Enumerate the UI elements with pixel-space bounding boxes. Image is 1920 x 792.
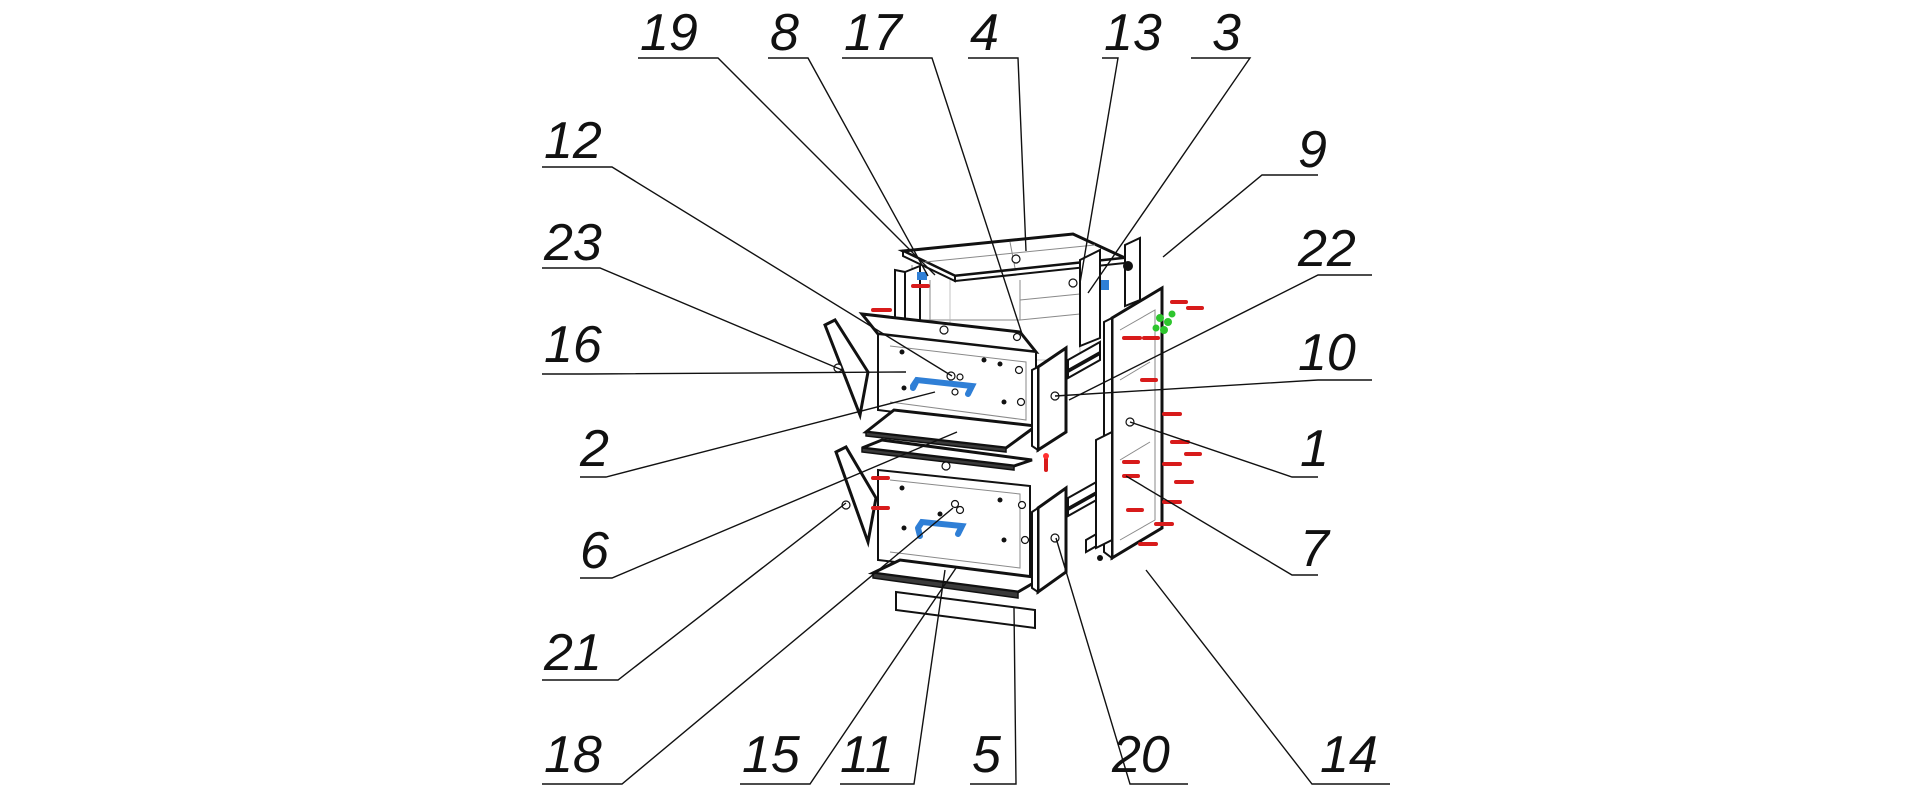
callout-22: 22 xyxy=(1297,220,1356,278)
callout-11: 11 xyxy=(840,726,894,784)
upper-drawer-right-side xyxy=(1031,345,1068,453)
upper-runners xyxy=(1067,340,1101,380)
callout-7: 7 xyxy=(1300,520,1331,578)
callout-14: 14 xyxy=(1320,726,1378,784)
lower-drawer-left-side xyxy=(834,445,878,548)
callout-labels: 19 8 17 4 13 3 12 9 23 22 16 10 2 1 6 7 … xyxy=(543,4,1378,784)
callout-23: 23 xyxy=(543,214,602,272)
callout-21: 21 xyxy=(543,624,602,682)
callout-19: 19 xyxy=(640,4,698,62)
callout-5: 5 xyxy=(972,726,1002,784)
leader-lines xyxy=(542,57,1390,785)
callout-13: 13 xyxy=(1104,4,1162,62)
callout-16: 16 xyxy=(544,316,602,374)
middle-right-panel xyxy=(1095,430,1113,550)
callout-18: 18 xyxy=(544,726,602,784)
lower-drawer-top xyxy=(861,438,1033,471)
callout-1: 1 xyxy=(1300,420,1329,478)
upper-drawer-bottom xyxy=(862,408,1040,453)
callout-15: 15 xyxy=(742,726,801,784)
rear-right-post xyxy=(1079,236,1141,348)
callout-20: 20 xyxy=(1111,726,1170,784)
callout-10: 10 xyxy=(1298,324,1356,382)
upper-drawer-left-side xyxy=(823,318,870,421)
callout-9: 9 xyxy=(1298,121,1327,179)
callout-17: 17 xyxy=(844,4,904,62)
callout-2: 2 xyxy=(579,420,609,478)
lower-drawer-right-side xyxy=(1031,485,1068,595)
lower-handle xyxy=(915,518,967,539)
callout-12: 12 xyxy=(544,112,602,170)
cabinet-assembly xyxy=(823,232,1204,630)
callout-6: 6 xyxy=(580,522,609,580)
callout-3: 3 xyxy=(1212,4,1241,62)
accent-parts xyxy=(917,261,1176,561)
upper-handle xyxy=(910,376,977,397)
callout-8: 8 xyxy=(770,4,799,62)
fasteners xyxy=(871,284,1204,546)
callout-4: 4 xyxy=(970,4,999,62)
